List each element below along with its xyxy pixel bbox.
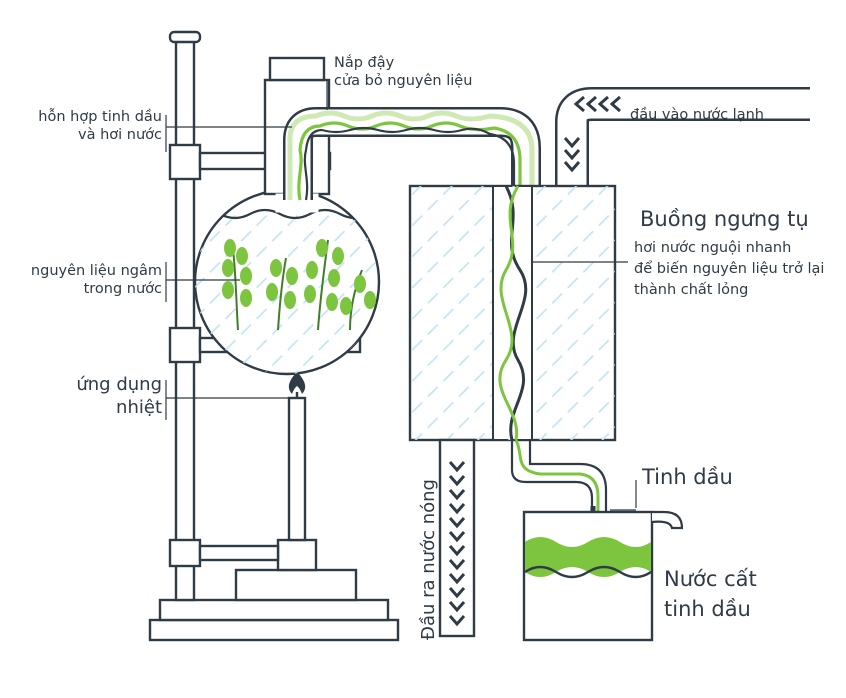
- heat-line1: ứng dụng: [76, 374, 162, 395]
- burner: [198, 392, 358, 602]
- condenser-desc-line1: hơi nước nguội nhanh: [634, 240, 792, 256]
- soaked-material-label: nguyên liệu ngâm trong nước: [8, 262, 162, 298]
- heat-label: ứng dụng nhiệt: [8, 374, 162, 419]
- beaker: [522, 510, 684, 642]
- distilled-water-label: Nước cất tinh dầu: [664, 564, 757, 625]
- hot-water-out-label: Đầu ra nước nóng: [418, 479, 439, 640]
- condenser-desc: hơi nước nguội nhanh để biến nguyên liệu…: [634, 238, 824, 301]
- vapor-tube: [283, 107, 541, 201]
- lid-label-line2: cửa bỏ nguyên liệu: [334, 73, 473, 90]
- hot-water-outlet: [438, 438, 476, 638]
- cold-water-in-label: đầu vào nước lạnh: [630, 107, 764, 123]
- heat-line2: nhiệt: [116, 396, 162, 418]
- condenser-title: Buồng ngưng tụ: [640, 207, 809, 231]
- leader-lines: [165, 80, 637, 511]
- essential-oil-label: Tinh dầu: [642, 465, 733, 489]
- lid-label-line1: Nắp đậy: [334, 55, 395, 71]
- condenser-desc-line2: để biến nguyên liệu trở lại: [634, 261, 825, 278]
- lid-label: Nắp đậy cửa bỏ nguyên liệu: [334, 54, 472, 90]
- vapor-mix-line1: hỗn hợp tinh dầu: [38, 109, 162, 125]
- soaked-material-line1: nguyên liệu ngâm: [30, 263, 162, 279]
- distilled-water-line2: tinh dầu: [664, 597, 751, 622]
- condenser: [408, 184, 617, 442]
- soaked-material-line2: trong nước: [83, 281, 162, 298]
- cold-water-inlet: [555, 87, 810, 186]
- vapor-mix-label: hỗn hợp tinh dầu và hơi nước: [8, 108, 162, 144]
- condenser-desc-line3: thành chất lỏng: [634, 282, 749, 299]
- flame-icon: [288, 372, 306, 394]
- vapor-mix-line2: và hơi nước: [78, 127, 162, 144]
- distilled-water-line1: Nước cất: [664, 567, 757, 591]
